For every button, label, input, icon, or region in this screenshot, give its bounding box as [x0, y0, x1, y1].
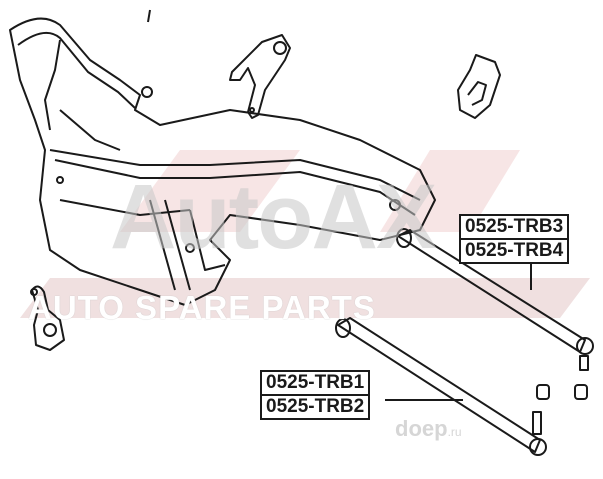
watermark-band: [20, 150, 590, 318]
lateral-link-upper: [396, 228, 594, 371]
watermark-logo: AutoAX: [110, 166, 437, 268]
bracket-upper: [229, 34, 291, 119]
lateral-link-lower: [335, 317, 547, 456]
part-label-trb1[interactable]: 0525-TRB1: [260, 370, 371, 396]
bushings: [536, 384, 588, 400]
bracket-right: [457, 54, 501, 119]
bracket-left: [30, 285, 65, 351]
label-group-lower: 0525-TRB1 0525-TRB2: [260, 370, 371, 420]
part-label-trb3[interactable]: 0525-TRB3: [459, 214, 570, 240]
subframe: [9, 9, 436, 306]
part-label-trb4[interactable]: 0525-TRB4: [459, 240, 570, 264]
label-group-upper: 0525-TRB3 0525-TRB4: [459, 214, 570, 264]
watermark-tagline: AUTO SPARE PARTS: [28, 289, 376, 326]
watermark-site: doep.ru: [395, 416, 462, 441]
part-label-trb2[interactable]: 0525-TRB2: [260, 396, 371, 420]
